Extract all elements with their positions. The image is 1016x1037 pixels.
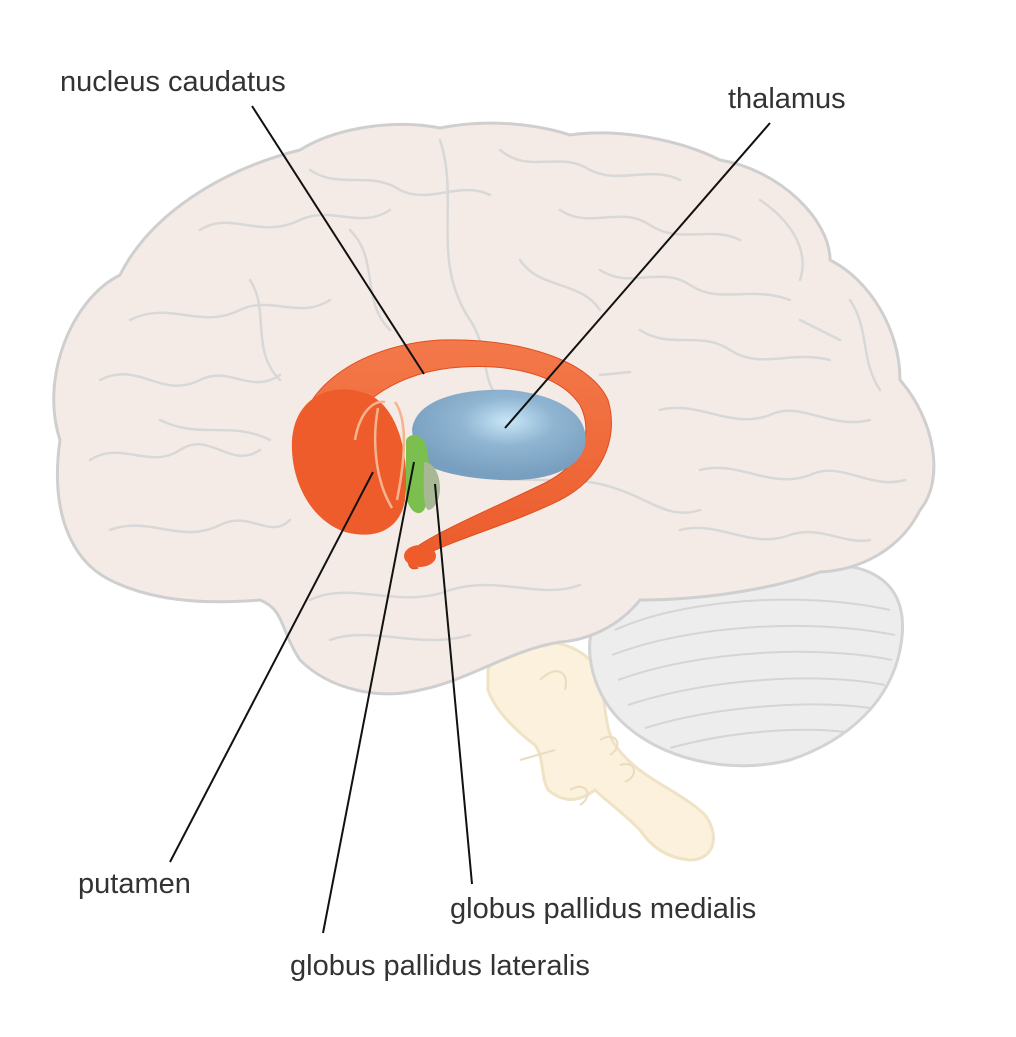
leader-line-gpm <box>434 483 473 885</box>
cortex-sulci <box>88 138 907 642</box>
leader-line-putamen <box>169 471 374 863</box>
thalamus-shape <box>412 389 586 481</box>
cerebellum-folia <box>611 598 896 749</box>
leader-line-caudatus <box>251 105 425 375</box>
leader-lines <box>169 105 771 934</box>
label-globus-pallidus-medialis: globus pallidus medialis <box>450 893 757 925</box>
label-putamen: putamen <box>78 868 191 900</box>
label-globus-pallidus-lateralis: globus pallidus lateralis <box>290 950 590 982</box>
putamen-highlights <box>353 400 406 509</box>
label-nucleus-caudatus: nucleus caudatus <box>60 66 286 98</box>
label-thalamus: thalamus <box>728 83 846 115</box>
globus-pallidus-lateralis-shape <box>406 435 430 514</box>
caudate-tail-end <box>404 545 436 567</box>
leader-line-thalamus <box>504 122 771 429</box>
putamen-shape <box>291 389 407 535</box>
leader-line-gpl <box>322 461 415 934</box>
brainstem-details <box>519 670 635 806</box>
